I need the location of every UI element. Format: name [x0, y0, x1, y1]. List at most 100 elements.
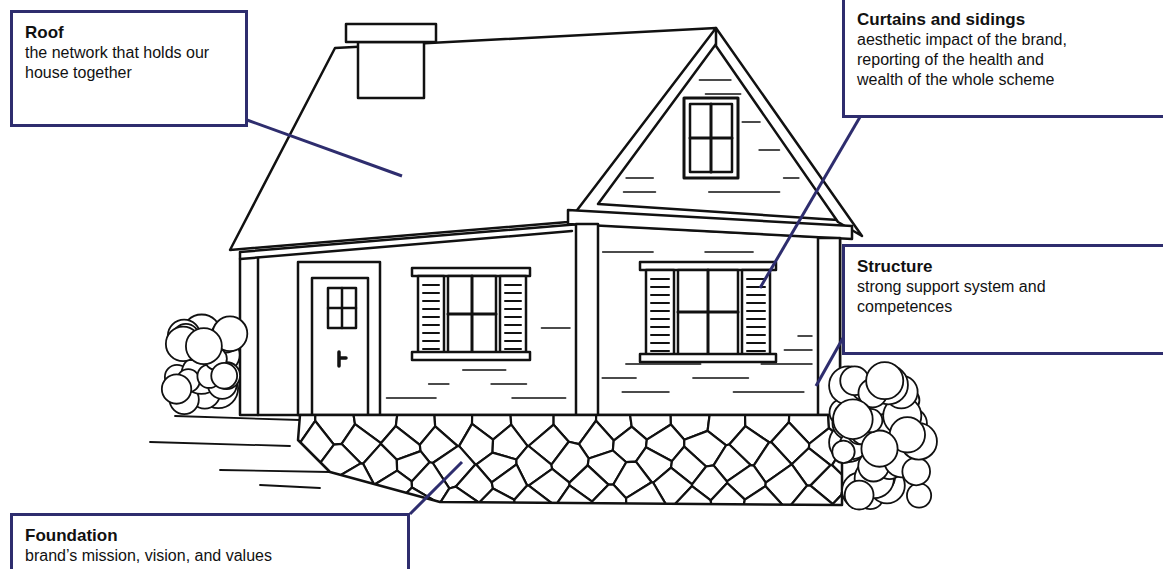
callout-text: the network that holds our house togethe…: [25, 43, 210, 83]
bush-leaf: [902, 458, 930, 486]
bush-leaf: [861, 431, 897, 467]
shutter: [742, 270, 770, 356]
shutter-slat: [747, 326, 765, 328]
window-sill: [412, 352, 530, 360]
shutter-slat: [651, 302, 669, 304]
shutter-slats: [423, 279, 765, 351]
door: [312, 278, 368, 415]
bush-leaf: [907, 483, 931, 507]
bush-leaf: [162, 374, 191, 403]
shutter-slat: [423, 300, 439, 302]
callout-heading: Roof: [25, 22, 233, 43]
shutter-slat: [423, 316, 439, 318]
window-sill: [640, 354, 776, 362]
siding-line: [699, 79, 731, 81]
shutter-slat: [423, 284, 439, 286]
chimney-cap: [346, 24, 436, 42]
corner-board: [257, 258, 260, 415]
door-window: [328, 288, 356, 328]
siding-line: [798, 335, 812, 337]
bushes: [162, 315, 937, 510]
stone: [479, 489, 515, 520]
window: [678, 270, 738, 356]
callout-heading: Foundation: [25, 525, 395, 546]
stone: [626, 482, 669, 520]
siding-line: [733, 391, 804, 393]
shutter-slat: [747, 350, 765, 352]
fascia-line: [240, 231, 572, 259]
shutter-slat: [651, 334, 669, 336]
siding-line: [386, 397, 436, 399]
leader-line: [410, 462, 462, 514]
shutter-slat: [747, 310, 765, 312]
shutter-slat: [651, 310, 669, 312]
siding-line: [541, 327, 570, 329]
shutter: [500, 276, 526, 354]
shutter-slat: [651, 350, 669, 352]
bush-leaf: [832, 441, 854, 463]
siding-line: [491, 383, 526, 385]
shutter-slat: [423, 332, 439, 334]
shutter-slat: [423, 308, 439, 310]
shutter-slat: [651, 278, 669, 280]
gable-window: [690, 104, 732, 172]
shutter-slat: [651, 318, 669, 320]
callout-text: aesthetic impact of the brand, reporting…: [857, 30, 1092, 90]
stone: [333, 463, 375, 505]
callout-heading: Structure: [857, 256, 1163, 277]
leader-line: [816, 338, 843, 386]
siding-line: [742, 121, 760, 123]
siding-line: [784, 177, 799, 179]
siding-line: [709, 191, 780, 193]
chimney: [358, 42, 424, 98]
shutter-slat: [505, 284, 521, 286]
shutter-slat: [505, 348, 521, 350]
callout-box: Curtains and sidingsaesthetic impact of …: [842, 0, 1163, 118]
door-frame: [298, 262, 380, 415]
siding-line: [761, 363, 812, 365]
callout-box: Foundationbrand’s mission, vision, and v…: [10, 513, 410, 569]
shutter-slat: [747, 302, 765, 304]
shutter: [646, 270, 674, 356]
window-cross: [448, 276, 496, 354]
shutter-slat: [747, 334, 765, 336]
shutter-slat: [651, 286, 669, 288]
siding-line: [705, 93, 740, 95]
shutter-slat: [651, 342, 669, 344]
bush-leaf: [866, 362, 903, 399]
siding-line: [429, 383, 449, 385]
shutter-slat: [505, 308, 521, 310]
callout-text: strong support system and competences: [857, 277, 1047, 317]
siding-line: [693, 377, 749, 379]
window: [448, 276, 496, 354]
siding-line: [759, 149, 779, 151]
siding-line: [622, 391, 669, 393]
callout-heading: Curtains and sidings: [857, 9, 1163, 30]
siding-line: [463, 369, 506, 371]
shutter-slat: [423, 324, 439, 326]
shutter-slat: [423, 348, 439, 350]
corner-board: [576, 224, 598, 415]
shutter-slat: [747, 318, 765, 320]
stone: [711, 483, 745, 520]
window-cross: [678, 270, 738, 356]
siding-line: [784, 349, 812, 351]
shutter-slat: [505, 300, 521, 302]
stone: [787, 486, 833, 520]
shutter-slat: [747, 294, 765, 296]
gable-window: [684, 98, 738, 178]
side-wall: [240, 224, 580, 415]
shutter-slat: [505, 332, 521, 334]
callout-box: Structurestrong support system and compe…: [842, 244, 1163, 355]
stone: [280, 446, 321, 487]
shutter-slat: [505, 292, 521, 294]
siding-line: [602, 377, 636, 379]
siding-line: [512, 397, 566, 399]
shutter-slat: [747, 342, 765, 344]
foundation-outline: [298, 415, 842, 505]
shutter-slat: [505, 340, 521, 342]
siding-line: [705, 251, 753, 253]
shutter-slat: [747, 278, 765, 280]
bush-leaf: [833, 399, 873, 439]
